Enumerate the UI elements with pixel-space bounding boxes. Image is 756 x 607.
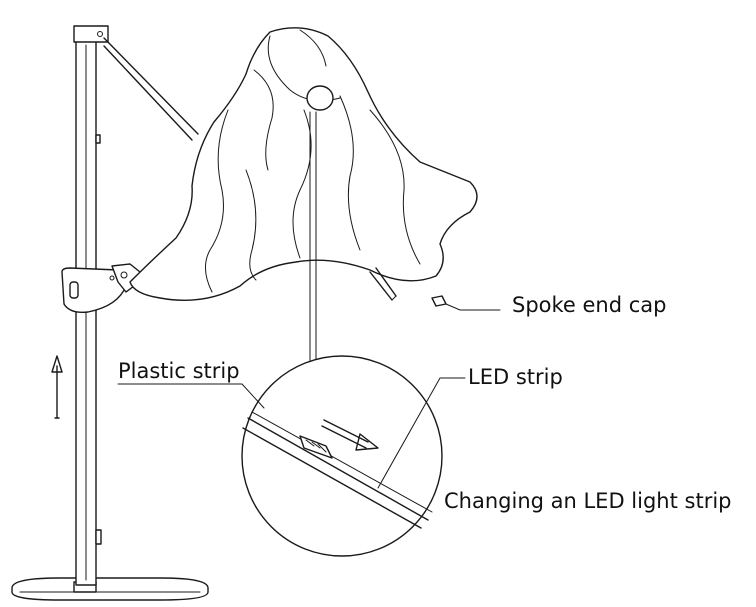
- up-arrow-icon: [51, 355, 63, 419]
- detail-circle: [241, 355, 443, 557]
- detail-leader: [309, 111, 317, 363]
- spoke-end-cap-label: Spoke end cap: [512, 293, 667, 317]
- led-strip-label: LED strip: [468, 365, 563, 389]
- slide-direction-arrow-icon: [321, 419, 379, 451]
- diagram-caption: Changing an LED light strip: [444, 489, 732, 513]
- spoke-end-cap: [431, 295, 501, 311]
- umbrella-base: [11, 577, 209, 601]
- umbrella-canopy: [129, 27, 478, 301]
- plastic-strip-leader: [117, 383, 265, 409]
- plastic-strip-label: Plastic strip: [118, 359, 240, 383]
- led-strip-leader: [377, 377, 466, 489]
- arm-brace: [103, 37, 199, 141]
